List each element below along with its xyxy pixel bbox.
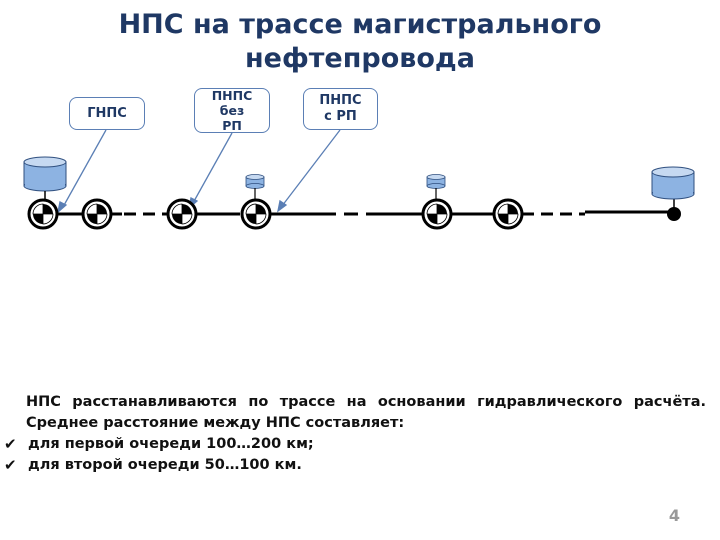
label-pnps-bez-rp: ПНПС без РП xyxy=(194,88,270,133)
page-title: НПС на трассе магистрального нефтепровод… xyxy=(60,8,660,76)
arrow-pnps-bez-rp xyxy=(192,132,233,204)
pump-station-icon xyxy=(166,198,198,230)
description-text: НПС расстанавливаются по трассе на основ… xyxy=(26,394,706,431)
label-pnps-bez-rp-line-2: без xyxy=(219,103,245,118)
label-gnps: ГНПС xyxy=(69,97,145,130)
tank-icon xyxy=(651,166,695,200)
arrow-pnps-s-rp xyxy=(281,129,341,207)
tank-icon xyxy=(426,174,446,200)
pipeline-diagram xyxy=(23,129,695,230)
page-number: 4 xyxy=(668,506,680,525)
bullet-item: ✔ для первой очереди 100…200 км; xyxy=(4,434,706,455)
label-pnps-s-rp-line-2: с РП xyxy=(324,109,357,124)
label-pnps-bez-rp-line-1: ПНПС xyxy=(211,88,253,103)
tank-icon xyxy=(245,174,265,200)
title-line-1: НПС на трассе магистрального xyxy=(118,9,602,40)
title-line-2: нефтепровода xyxy=(245,43,475,74)
description-block: НПС расстанавливаются по трассе на основ… xyxy=(4,392,706,476)
arrowhead-gnps xyxy=(56,201,68,214)
tank-icon xyxy=(23,156,67,200)
arrow-gnps xyxy=(62,129,107,208)
pump-station-icon xyxy=(240,198,272,230)
bullet-text-1: для первой очереди 100…200 км; xyxy=(28,436,314,452)
pump-station-icon xyxy=(492,198,524,230)
label-pnps-s-rp-line-1: ПНПС xyxy=(319,93,362,108)
check-mark-icon: ✔ xyxy=(4,456,17,474)
label-gnps-text: ГНПС xyxy=(87,105,127,121)
pipeline-end-node xyxy=(667,207,681,221)
pump-station-icon xyxy=(421,198,453,230)
pump-station-icon xyxy=(81,198,113,230)
label-pnps-bez-rp-line-3: РП xyxy=(222,118,242,133)
pipeline xyxy=(57,196,675,216)
pump-station-icon xyxy=(27,198,59,230)
bullet-text-2: для второй очереди 50…100 км. xyxy=(28,457,302,473)
arrowhead-pnps-s-rp xyxy=(277,199,288,213)
check-mark-icon: ✔ xyxy=(4,435,17,453)
label-pnps-s-rp: ПНПС с РП xyxy=(303,88,378,130)
bullet-item: ✔ для второй очереди 50…100 км. xyxy=(4,455,706,476)
